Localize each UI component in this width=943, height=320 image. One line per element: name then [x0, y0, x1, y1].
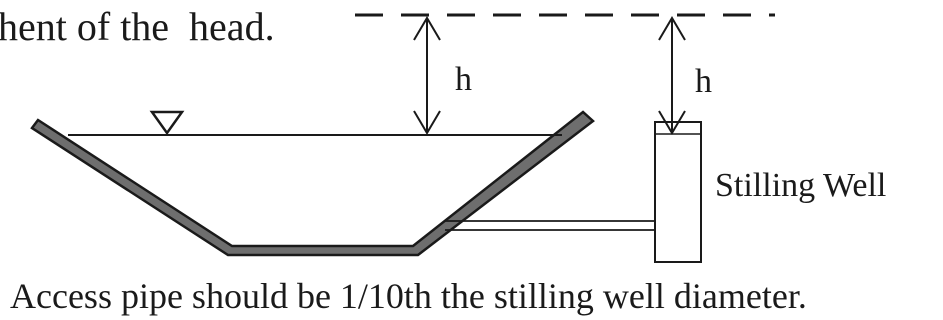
head-label-right: h — [695, 63, 712, 100]
heading-fragment: hent of the head. — [0, 4, 275, 49]
head-dimension-arrow-right — [658, 16, 686, 135]
access-pipe — [445, 220, 655, 231]
caption: Access pipe should be 1/10th the stillin… — [10, 276, 807, 316]
head-dimension-arrow-left — [413, 16, 441, 135]
head-label-left: h — [455, 61, 472, 98]
stilling-well-label: Stilling Well — [715, 167, 886, 204]
stilling-well — [654, 121, 702, 263]
channel-section — [30, 110, 595, 257]
channel-lining — [30, 110, 595, 257]
water-surface-symbol — [149, 110, 185, 136]
